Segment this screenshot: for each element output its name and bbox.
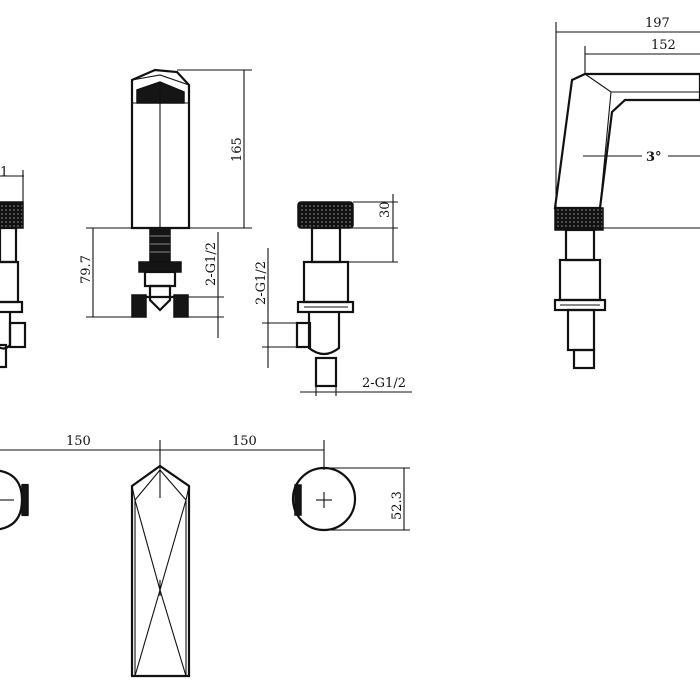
- left-valve-stem: [0, 226, 18, 264]
- side-body: [558, 258, 602, 302]
- dim-spacing-right: 150: [232, 434, 257, 449]
- left-valve-handle: [0, 201, 24, 229]
- dim-side-spout-reach: 152: [651, 38, 676, 53]
- left-valve-front-view: 1: [0, 165, 27, 369]
- left-valve-body: [0, 260, 20, 304]
- plan-view: 150 150 52.3: [0, 434, 410, 678]
- right-valve-front-view: 30 2-G1/2 2-G1/2: [254, 194, 412, 396]
- right-valve-stem: [310, 226, 342, 264]
- right-valve-body: [302, 260, 350, 304]
- side-view: 197 152 3°: [553, 16, 700, 370]
- side-spout-body: [553, 72, 700, 210]
- dim-valve-thread-vertical: 2-G1/2: [254, 261, 269, 305]
- spout-front-view: 165 79.7 2-G1/2: [79, 68, 252, 338]
- plan-right-handle: [291, 466, 357, 532]
- spout-nut: [138, 261, 182, 273]
- dim-left-partial: 1: [0, 165, 8, 180]
- dim-spout-connection-height: 79.7: [79, 255, 94, 284]
- right-valve-bottom-outlet: [314, 356, 338, 388]
- dim-valve-thread-bottom: 2-G1/2: [362, 376, 406, 391]
- spout-left-outlet: [131, 294, 147, 318]
- right-valve-handle: [297, 201, 354, 229]
- side-stem: [564, 228, 596, 262]
- left-valve-collar: [0, 300, 24, 314]
- spout-threaded-shank: [149, 227, 171, 263]
- dim-handle-height: 30: [378, 201, 393, 218]
- right-valve-lower-body: [307, 312, 341, 356]
- dim-spout-thread: 2-G1/2: [204, 242, 219, 286]
- right-valve-side-outlet: [295, 321, 312, 349]
- dim-side-overall-reach: 197: [645, 16, 670, 31]
- dim-spacing-left: 150: [66, 434, 91, 449]
- side-bottom-outlet: [572, 348, 596, 370]
- plan-spout: [130, 464, 191, 678]
- spout-right-outlet: [173, 294, 189, 318]
- side-shank: [566, 308, 596, 352]
- side-handle: [554, 207, 604, 231]
- dim-spout-height: 165: [230, 137, 245, 162]
- dim-side-angle: 3°: [646, 150, 662, 165]
- dim-handle-diameter: 52.3: [390, 491, 405, 520]
- right-valve-collar: [296, 300, 355, 314]
- left-valve-outlet: [8, 321, 27, 349]
